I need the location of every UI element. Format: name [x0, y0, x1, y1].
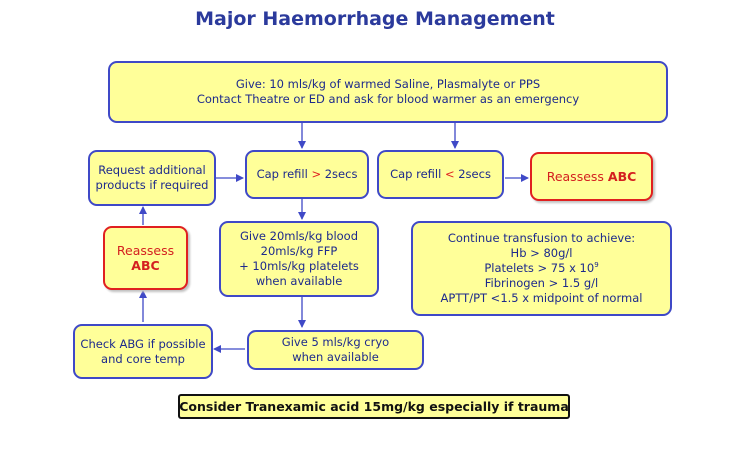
give-fluids-box: Give: 10 mls/kg of warmed Saline, Plasma… [108, 61, 668, 123]
cap-refill-low-prefix: Cap refill [390, 167, 445, 181]
cap-refill-high-box: Cap refill > 2secs [245, 150, 369, 199]
reassess-right-abc: ABC [607, 169, 637, 184]
reassess-left-abc: ABC [131, 258, 160, 273]
cap-refill-high-operator: > [311, 167, 322, 181]
target-platelets-exponent: 9 [594, 261, 599, 270]
page-title: Major Haemorrhage Management [195, 8, 555, 30]
continue-transfusion-heading: Continue transfusion to achieve: [447, 231, 636, 245]
cap-refill-low-label: Cap refill < 2secs [390, 167, 491, 182]
reassess-right-word: Reassess [546, 169, 608, 184]
give-cryo-line-2: when available [292, 350, 379, 364]
cap-refill-high-prefix: Cap refill [256, 167, 312, 181]
request-products-line-1: Request additional [98, 163, 206, 177]
reassess-abc-right-label: Reassess ABC [547, 169, 637, 184]
reassess-abc-right-box: Reassess ABC [530, 152, 653, 201]
give-blood-line-1: Give 20mls/kg blood [239, 229, 359, 243]
check-abg-box: Check ABG if possible and core temp [73, 324, 213, 379]
target-aptt-pt: APTT/PT <1.5 x midpoint of normal [440, 291, 643, 305]
cap-refill-low-operator: < [444, 167, 455, 181]
target-platelets-text: Platelets > 75 x 10 [484, 261, 595, 275]
give-fluids-line-1: Give: 10 mls/kg of warmed Saline, Plasma… [235, 77, 541, 91]
cap-refill-low-suffix: 2secs [454, 167, 491, 181]
give-blood-line-4: when available [255, 274, 343, 288]
give-cryo-line-1: Give 5 mls/kg cryo [281, 335, 390, 349]
check-abg-line-1: Check ABG if possible [80, 336, 206, 351]
tranexamic-acid-note: Consider Tranexamic acid 15mg/kg especia… [178, 394, 570, 419]
cap-refill-high-label: Cap refill > 2secs [257, 167, 358, 182]
cap-refill-high-suffix: 2secs [321, 167, 358, 181]
reassess-left-word: Reassess [116, 243, 175, 258]
target-hb: Hb > 80g/l [510, 246, 573, 260]
continue-transfusion-box: Continue transfusion to achieve: Hb > 80… [411, 221, 672, 316]
reassess-abc-left-box: Reassess ABC [103, 226, 188, 290]
give-fluids-line-2: Contact Theatre or ED and ask for blood … [196, 92, 580, 106]
target-fibrinogen: Fibrinogen > 1.5 g/l [484, 276, 599, 290]
give-cryo-box: Give 5 mls/kg cryo when available [247, 330, 424, 370]
cap-refill-low-box: Cap refill < 2secs [377, 150, 504, 199]
request-products-box: Request additional products if required [88, 150, 216, 206]
target-platelets: Platelets > 75 x 109 [484, 261, 598, 276]
give-blood-line-2: 20mls/kg FFP [260, 244, 338, 258]
request-products-line-2: products if required [95, 178, 209, 192]
give-blood-box: Give 20mls/kg blood 20mls/kg FFP + 10mls… [219, 221, 379, 297]
give-blood-line-3: + 10mls/kg platelets [239, 259, 359, 273]
check-abg-line-2: and core temp [101, 351, 185, 366]
